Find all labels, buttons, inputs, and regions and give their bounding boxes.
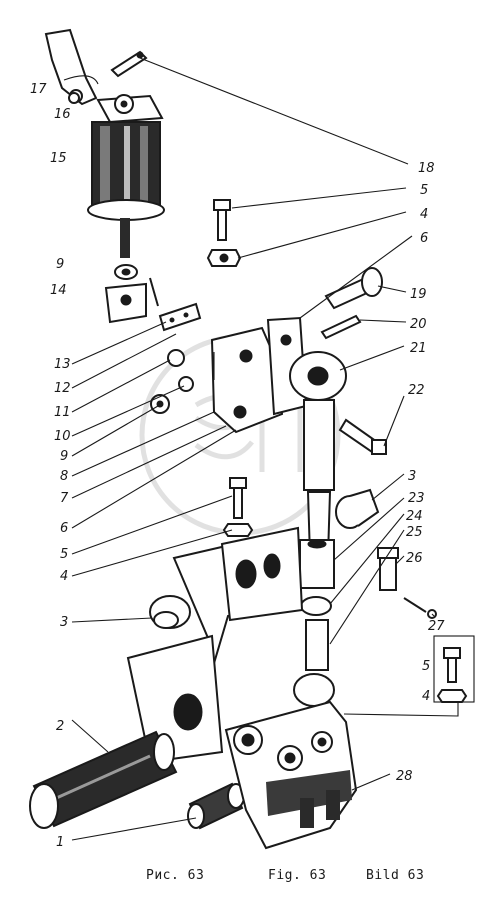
pin-18 [110,50,148,78]
callout-18: 18 [418,161,435,176]
callout-14: 14 [50,283,67,298]
bolt-5-lower [222,477,254,537]
callout-5-right: 5 [422,659,430,674]
callout-4-upper: 4 [420,207,428,222]
callout-5-lower: 5 [60,547,68,562]
pin-19 [324,267,383,310]
bushing-3-left [149,595,191,629]
callout-17: 17 [30,82,47,97]
bushing-3-right [335,488,380,529]
nut-9-top [114,264,138,280]
callout-24: 24 [406,509,423,524]
callout-15: 15 [50,151,67,166]
threaded-rod-25 [293,619,335,707]
caption-de: Bild 63 [366,868,425,883]
caption-ru: Рис. 63 [146,868,205,883]
callout-20: 20 [410,317,427,332]
nuts-10-11 [150,349,194,414]
callout-4-right: 4 [422,689,430,704]
bushing-1 [187,782,245,830]
pneumatic-cylinder [87,94,165,258]
valve-body-28 [224,700,358,850]
nut-4-upper [206,249,242,267]
callout-21: 21 [410,341,427,356]
callout-28: 28 [396,769,413,784]
callout-2: 2 [56,719,64,734]
washer-16 [68,92,80,104]
bolt-22 [338,418,387,455]
callout-11: 11 [54,405,71,420]
callout-19: 19 [410,287,427,302]
cotter-20 [320,314,362,340]
caption-fr: Fig. 63 [268,868,327,883]
callout-1: 1 [56,835,64,850]
bolt-group-right [433,635,475,703]
bolt-5-upper [213,199,231,241]
callout-6-upper: 6 [420,231,428,246]
callout-16: 16 [54,107,71,122]
callout-25: 25 [406,525,423,540]
callout-5-upper: 5 [420,183,428,198]
callout-26: 26 [406,551,423,566]
nut-23 [299,539,335,589]
callout-22: 22 [408,383,425,398]
support-bracket [126,526,304,764]
callout-23: 23 [408,491,425,506]
callout-10: 10 [54,429,71,444]
callout-12: 12 [54,381,71,396]
leader-lines [71,57,459,841]
clevis-14 [104,277,159,324]
axle-2 [29,730,178,829]
callout-3-right: 3 [408,469,416,484]
callout-9-lower: 9 [60,449,68,464]
cotter-27 [403,597,437,619]
callout-8: 8 [60,469,68,484]
plate-12 [158,302,202,332]
pin-26 [377,547,399,591]
washer-24 [300,596,332,616]
callout-3-left: 3 [60,615,68,630]
callout-7: 7 [60,491,69,506]
callout-13: 13 [54,357,71,372]
callout-9-upper: 9 [56,257,64,272]
callout-4-lower: 4 [60,569,68,584]
callout-6-lower: 6 [60,521,68,536]
callout-labels: 17 16 15 18 5 4 6 9 14 19 20 21 13 12 22… [30,82,445,850]
callout-27: 27 [428,619,445,634]
